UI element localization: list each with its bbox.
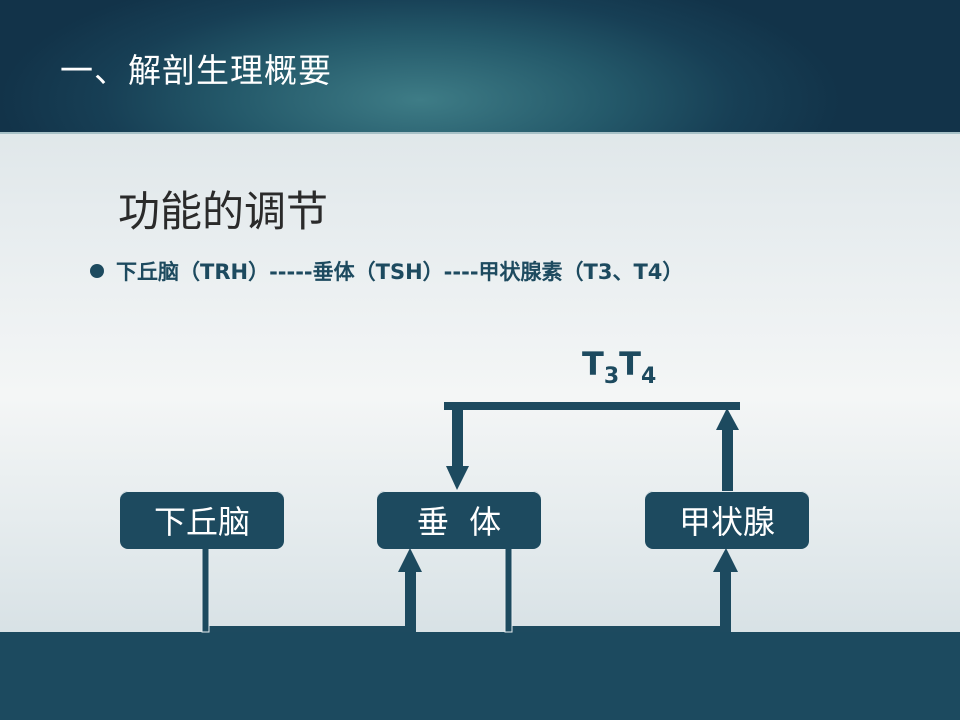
footer-band bbox=[0, 632, 960, 720]
up-arrow-shaft bbox=[720, 570, 731, 632]
bullet-item: 下丘脑（TRH）-----垂体（TSH）----甲状腺素（T3、T4） bbox=[90, 256, 683, 286]
up-arrow-head bbox=[398, 548, 422, 572]
slide-title: 一、解剖生理概要 bbox=[60, 51, 332, 90]
section-subtitle: 功能的调节 bbox=[118, 187, 329, 236]
node-label: 垂 体 bbox=[416, 503, 502, 541]
feedback-down-shaft bbox=[452, 406, 463, 468]
connector-line bbox=[201, 547, 210, 633]
node-label: 下丘脑 bbox=[153, 503, 250, 541]
hormone-label-t3t4: T3T4 bbox=[582, 345, 656, 389]
hormone-sub-3: 3 bbox=[603, 364, 620, 389]
hormone-t: T bbox=[619, 345, 641, 383]
node-hypothalamus: 下丘脑 bbox=[120, 491, 284, 549]
bullet-text: 下丘脑（TRH）-----垂体（TSH）----甲状腺素（T3、T4） bbox=[116, 260, 684, 284]
hormone-sub-4: 4 bbox=[640, 364, 657, 389]
feedback-down-head bbox=[446, 466, 469, 490]
connector-line bbox=[508, 626, 730, 632]
up-arrow-head bbox=[713, 548, 738, 572]
node-label: 甲状腺 bbox=[678, 503, 775, 541]
connector-line bbox=[204, 626, 414, 632]
feedback-shaft bbox=[722, 428, 733, 492]
node-thyroid: 甲状腺 bbox=[645, 491, 809, 549]
feedback-arrow-head bbox=[716, 408, 739, 430]
hormone-t: T bbox=[582, 345, 604, 383]
bullet-dot-icon bbox=[90, 264, 104, 278]
feedback-top-bar bbox=[444, 402, 740, 410]
up-arrow-shaft bbox=[405, 570, 416, 632]
node-pituitary: 垂 体 bbox=[377, 491, 541, 549]
connector-line bbox=[504, 547, 513, 633]
header-banner: 一、解剖生理概要 bbox=[0, 0, 960, 134]
